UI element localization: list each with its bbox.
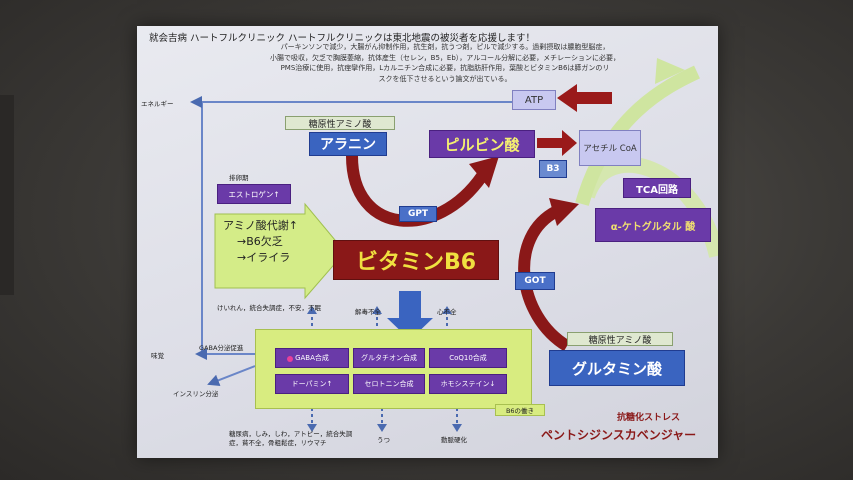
laser-pointer-dot xyxy=(287,356,293,362)
vitamin-b6-box: ビタミンB6 xyxy=(333,240,499,280)
b6-function-panel xyxy=(255,329,532,409)
cell-serotonin: セロトニン合成 xyxy=(353,374,425,394)
effect-bottom-mid: うつ xyxy=(377,436,390,444)
pyruvate-box: ピルビン酸 xyxy=(429,130,535,158)
door-frame xyxy=(0,95,14,295)
alanine-box: アラニン xyxy=(309,132,387,156)
acetyl-coa-box: アセチル CoA xyxy=(579,130,641,166)
amino-metabolism-text: アミノ酸代謝↑ →B6欠乏 →イライラ xyxy=(223,218,298,266)
paragraph-line: PMS治療に使用，抗痙攣作用，Lカルニチン合成に必要，抗脂肪肝作用，葉酸とビタミ… xyxy=(280,64,610,72)
paragraph-line: パーキンソンで減少，大腸がん抑制作用，抗生剤，抗うつ剤，ピルで減少する。過剰摂取… xyxy=(280,43,610,51)
b6-action-label: B6の働き xyxy=(495,404,545,416)
antiglycation-label: 抗糖化ストレス xyxy=(617,413,681,423)
projected-slide: 就会吉病 ハートフルクリニック ハートフルクリニックは東北地震の被災者を応援しま… xyxy=(137,26,718,458)
energy-label: エネルギー xyxy=(141,100,174,108)
glutamine-box: グルタミン酸 xyxy=(549,350,685,386)
glucogenic-label-top: 糖原性アミノ酸 xyxy=(285,116,395,130)
intro-paragraph: パーキンソンで減少，大腸がん抑制作用，抗生剤，抗うつ剤，ピルで減少する。過剰摂取… xyxy=(255,42,635,84)
cell-gaba: GABA合成 xyxy=(275,348,349,368)
effect-top-mid: 解毒不全 xyxy=(355,308,381,316)
amino-line: →B6欠乏 xyxy=(237,235,283,248)
glucogenic-label-bottom: 糖原性アミノ酸 xyxy=(567,332,673,346)
effect-top-left: けいれん，統合失調症，不安，不眠 xyxy=(217,304,321,312)
cell-dopamine: ドーパミン↑ xyxy=(275,374,349,394)
tca-cycle-box: TCA回路 xyxy=(623,178,691,198)
amino-line: →イライラ xyxy=(237,251,291,264)
slide-header: 就会吉病 ハートフルクリニック ハートフルクリニックは東北地震の被災者を応援しま… xyxy=(149,33,536,44)
cell-glutathione: グルタチオン合成 xyxy=(353,348,425,368)
alpha-ketoglutarate-box: α-ケトグルタル 酸 xyxy=(595,208,711,242)
amino-line: アミノ酸代謝↑ xyxy=(223,219,298,232)
pentosidine-label: ペントシジンスカベンジャー xyxy=(541,428,697,442)
estrogen-box: エストロゲン↑ xyxy=(217,184,291,204)
effect-bottom-left: 糖尿病，しみ，しわ，アトピー，統合失調症，貧不全，骨粗鬆症，リウマチ xyxy=(229,430,353,447)
taste-label: 味覚 xyxy=(151,352,164,360)
cell-homocysteine: ホモシステイン↓ xyxy=(429,374,507,394)
gaba-promote-label: GABA分泌促進 xyxy=(199,344,244,352)
paragraph-line: スクを低下させるという論文が出ている。 xyxy=(378,74,512,83)
gpt-label: GPT xyxy=(399,206,437,222)
cell-coq10: CoQ10合成 xyxy=(429,348,507,368)
b3-box: B3 xyxy=(539,160,567,178)
insulin-label: インスリン分泌 xyxy=(173,390,219,398)
ovulation-label: 排卵期 xyxy=(229,174,249,182)
effect-bottom-right: 動脈硬化 xyxy=(441,436,467,444)
atp-box: ATP xyxy=(512,90,556,110)
effect-top-right: 心不全 xyxy=(437,308,457,316)
paragraph-line: 小腸で吸収，欠乏で胸膜萎縮，抗体産生（セレン，B5，Eb），アルコール分解に必要… xyxy=(270,53,620,62)
got-label: GOT xyxy=(515,272,555,290)
